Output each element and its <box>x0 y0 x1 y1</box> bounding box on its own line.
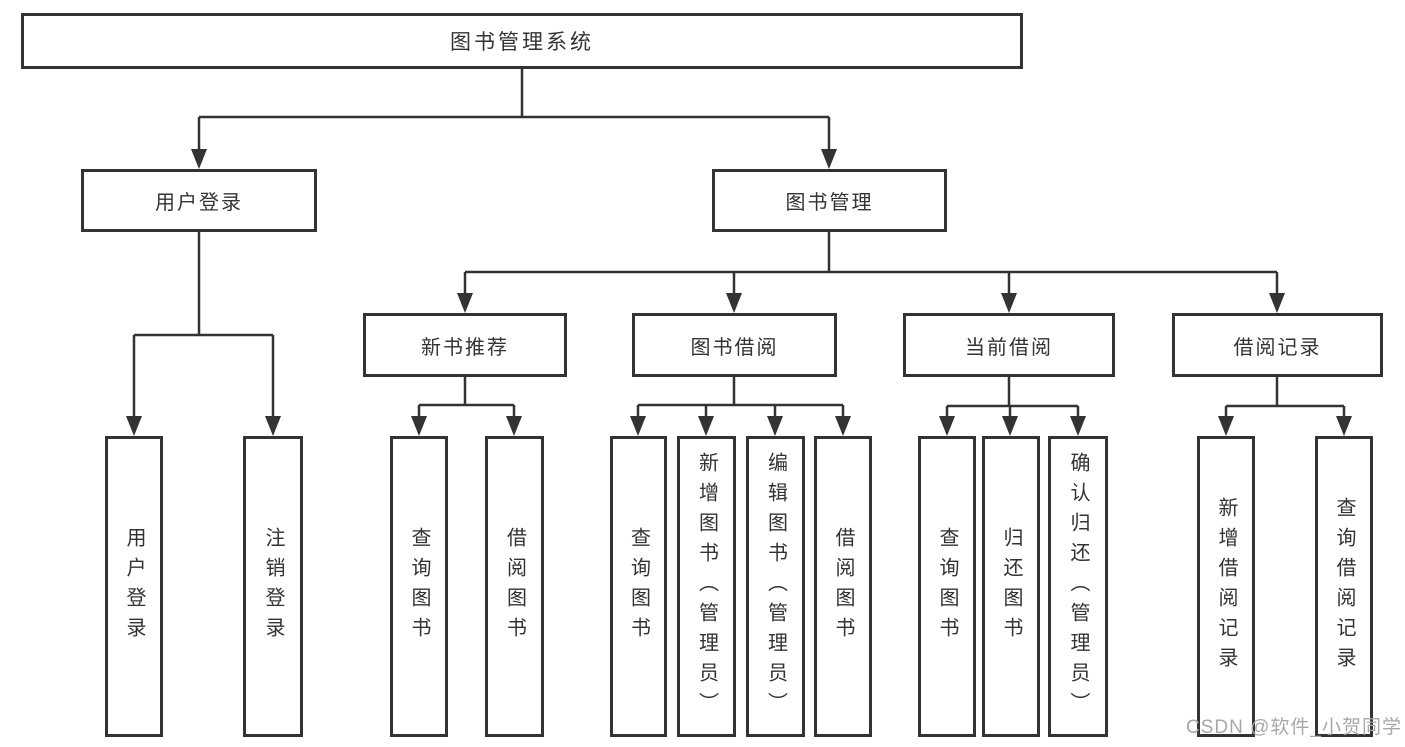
node-book-management-label: 图书管理 <box>785 192 874 214</box>
leaf-query-borrow-record-label: 查询借阅记录 <box>1333 496 1355 677</box>
leaf-query-books-recommend-label: 查询图书 <box>408 526 430 647</box>
node-borrowing-records-label: 借阅记录 <box>1233 336 1322 359</box>
node-book-management: 图书管理 <box>712 169 947 232</box>
leaf-logout-label: 注销登录 <box>262 526 284 647</box>
node-current-borrowing-label: 当前借阅 <box>965 336 1053 359</box>
node-new-book-recommend: 新书推荐 <box>363 313 567 377</box>
leaf-query-books-borrowing: 查询图书 <box>610 436 667 737</box>
node-user-login: 用户登录 <box>81 169 317 232</box>
node-book-borrowing: 图书借阅 <box>632 313 837 377</box>
leaf-borrow-books-recommend-label: 借阅图书 <box>503 526 526 647</box>
leaf-query-books-recommend: 查询图书 <box>390 436 448 737</box>
arrowheads <box>126 149 1352 436</box>
leaf-add-books-admin: 新增图书（管理员） <box>677 436 736 737</box>
csdn-watermark: CSDN @软件_小贺同学 <box>1186 717 1402 738</box>
leaf-user-login-label: 用户登录 <box>123 526 145 647</box>
leaf-logout: 注销登录 <box>243 436 303 737</box>
node-borrowing-records: 借阅记录 <box>1172 313 1383 377</box>
node-current-borrowing: 当前借阅 <box>903 313 1115 377</box>
leaf-query-books-current: 查询图书 <box>918 436 976 737</box>
leaf-add-borrow-record-label: 新增借阅记录 <box>1215 496 1237 677</box>
leaf-borrow-books-recommend: 借阅图书 <box>485 436 544 737</box>
leaf-edit-books-admin-label: 编辑图书（管理员） <box>764 451 787 722</box>
leaf-return-books-label: 归还图书 <box>1000 526 1022 647</box>
leaf-user-login: 用户登录 <box>105 436 163 737</box>
root-node-library-management-system: 图书管理系统 <box>21 13 1023 69</box>
leaf-borrow-books-borrowing: 借阅图书 <box>814 436 872 737</box>
root-node-label: 图书管理系统 <box>450 31 594 54</box>
leaf-query-borrow-record: 查询借阅记录 <box>1315 436 1373 737</box>
leaf-edit-books-admin: 编辑图书（管理员） <box>746 436 805 737</box>
leaf-confirm-return-admin-label: 确认归还（管理员） <box>1067 451 1089 722</box>
node-book-borrowing-label: 图书借阅 <box>690 336 779 359</box>
leaf-add-books-admin-label: 新增图书（管理员） <box>695 451 718 722</box>
leaf-query-books-borrowing-label: 查询图书 <box>627 526 650 647</box>
leaf-add-borrow-record: 新增借阅记录 <box>1197 436 1255 737</box>
node-user-login-label: 用户登录 <box>155 192 243 214</box>
leaf-return-books: 归还图书 <box>982 436 1040 737</box>
node-new-book-recommend-label: 新书推荐 <box>421 336 509 359</box>
leaf-borrow-books-borrowing-label: 借阅图书 <box>832 526 854 647</box>
leaf-confirm-return-admin: 确认归还（管理员） <box>1048 436 1108 737</box>
leaf-query-books-current-label: 查询图书 <box>936 526 958 647</box>
